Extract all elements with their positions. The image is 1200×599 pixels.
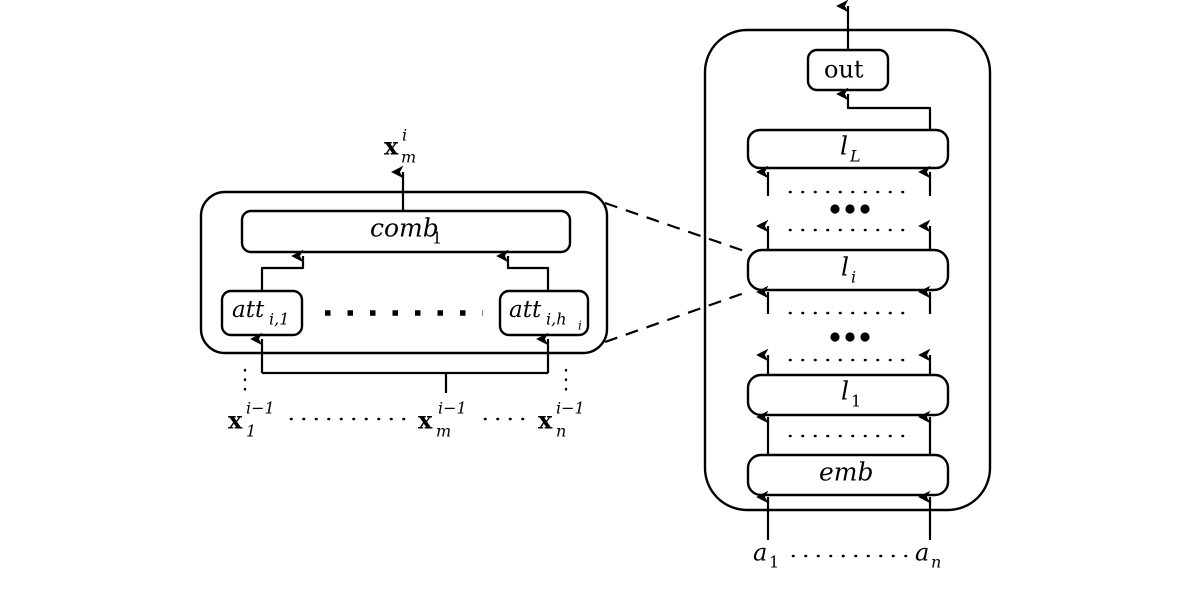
att-first-label-sub: i,1 [269,310,289,329]
left-output-label-base: x [384,132,399,161]
input-label-xm-base: x [418,406,433,435]
vertical-ellipsis-upper-dot-1 [830,204,840,214]
input-token-an-base: a [915,539,929,567]
layer-L-label-sub: L [849,147,861,166]
input-token-an-label: a n [915,539,941,572]
att-last-to-comb-connector [496,249,550,291]
input-label-xn-sup: i−1 [556,399,585,418]
dashed-line-top [604,201,751,255]
input-label-xn: x n i−1 [538,399,585,441]
vertical-ellipsis-lower-dot-3 [860,332,870,342]
left-output-label-sup: i [402,126,407,145]
comb-box[interactable] [240,209,572,254]
input-token-an-sub: n [931,553,941,572]
layer-i-label-base: l [841,253,849,282]
input-label-x1-base: x [228,406,243,435]
left-output-label-sub: m [401,148,416,167]
input-label-xn-base: x [538,406,553,435]
layer-1-label-base: l [841,377,849,406]
layer-L-box[interactable] [746,128,950,170]
layer-i-box[interactable] [746,248,950,292]
att-first-label-base: att [232,297,265,323]
att-first-to-comb-connector [260,249,305,291]
layer-1-label: l 1 [841,377,861,411]
dashed-line-bottom [604,289,751,344]
layer-L-label: l L [840,132,861,166]
input-label-x1: x 1 i−1 [228,399,275,441]
input-label-x1-sub: 1 [246,422,256,441]
input-token-a1-label: a 1 [753,539,779,572]
input-token-a1-sub: 1 [769,553,779,572]
vertical-ellipsis-upper-dot-3 [860,204,870,214]
layer-i-label: l i [841,253,856,287]
layer-1-label-sub: 1 [851,392,861,411]
left-output-label: x i m [384,126,416,167]
input-label-xm-sub: m [436,422,451,441]
zoom-connectors-group [604,201,751,344]
emb-box[interactable] [746,453,950,497]
att-last-label-sub: i,h [546,310,567,329]
vertical-ellipsis-lower-dot-2 [845,332,855,342]
left-panel-group [199,165,609,421]
comb-box-label: comb 1 [370,214,442,248]
right-panel-group [703,0,992,558]
emb-box-label: emb [819,458,874,487]
input-label-x1-sup: i−1 [246,399,275,418]
att-last-label-subsub: i [578,319,582,333]
out-box-label: out [824,56,864,84]
layer-L-label-base: l [840,132,848,161]
att-last-label: att i,h i [509,297,582,333]
vertical-ellipsis-upper-dot-2 [845,204,855,214]
vertical-ellipsis-lower-dot-1 [830,332,840,342]
input-token-a1-base: a [753,539,767,567]
input-label-xn-sub: n [556,422,566,441]
comb-box-label-base: comb [370,214,439,243]
layer-1-box[interactable] [746,373,950,417]
att-last-label-base: att [509,297,542,323]
layer-i-label-sub: i [851,268,856,287]
comb-box-label-sub: 1 [432,229,442,248]
input-label-xm: x m i−1 [418,399,467,441]
input-label-xm-sup: i−1 [438,399,467,418]
lL-to-out-connector [836,87,932,130]
att-first-label: att i,1 [232,297,289,329]
